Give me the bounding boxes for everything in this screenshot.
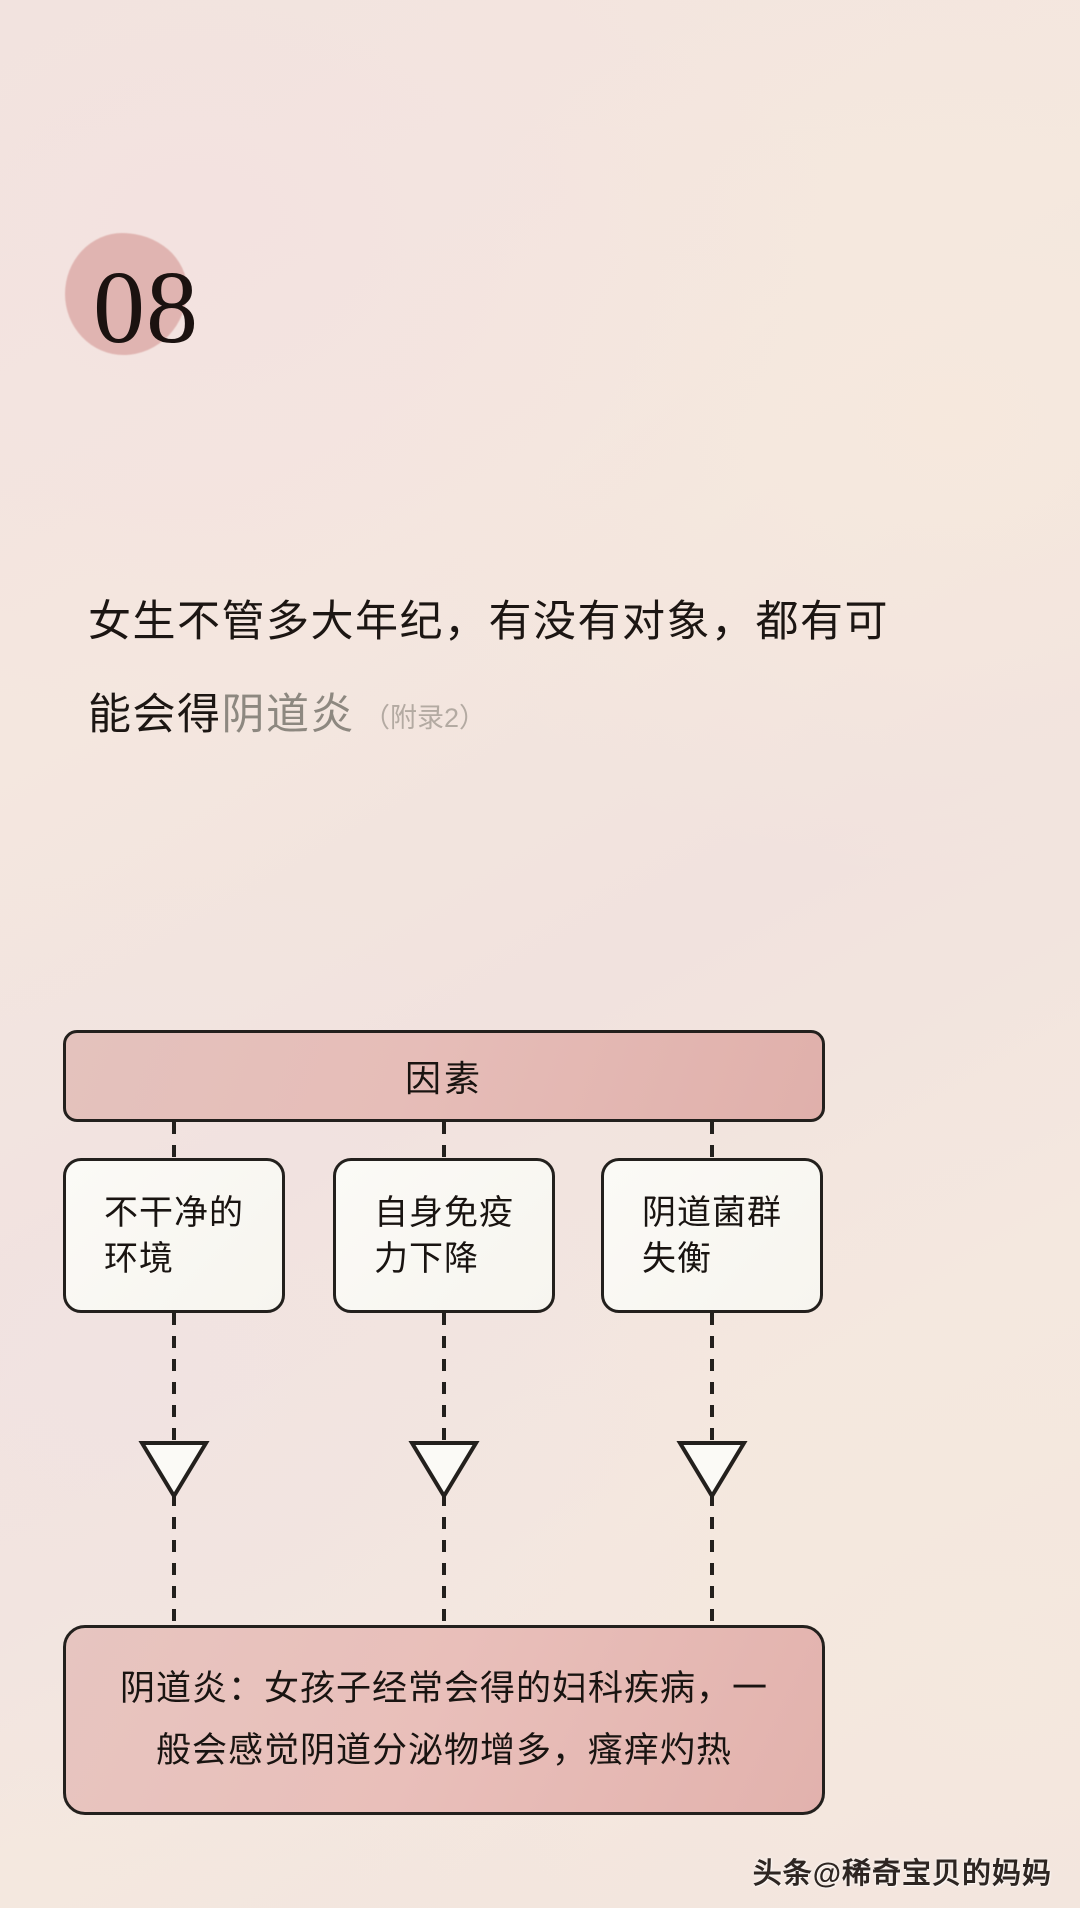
factor-box-1-line-1: 不干净的 [104, 1193, 244, 1232]
factor-box-3-text: 阴道菌群 失衡 [642, 1190, 782, 1282]
headline-keyword: 阴道炎 [221, 691, 355, 739]
factor-box-1-line-2: 环境 [104, 1239, 174, 1278]
factor-box-3-line-2: 失衡 [642, 1239, 712, 1278]
factor-box-2-line-2: 力下降 [374, 1239, 479, 1278]
section-number: 08 [93, 250, 199, 365]
factor-box-2-text: 自身免疫 力下降 [374, 1190, 514, 1282]
arrow-down-icon-2 [408, 1441, 480, 1500]
watermark: 头条@稀奇宝贝的妈妈 [752, 1858, 1052, 1890]
headline-line-1: 女生不管多大年纪，有没有对象，都有可 [88, 598, 889, 646]
factor-box-1[interactable]: 不干净的 环境 [63, 1158, 285, 1313]
factor-box-2-line-1: 自身免疫 [374, 1193, 514, 1232]
arrow-down-icon-3 [676, 1441, 748, 1500]
flowchart-header-label: 因素 [404, 1058, 483, 1099]
result-box-line-2: 般会感觉阴道分泌物增多，瘙痒灼热 [155, 1731, 732, 1770]
result-box[interactable]: 阴道炎：女孩子经常会得的妇科疾病，一 般会感觉阴道分泌物增多，瘙痒灼热 [63, 1625, 825, 1815]
arrow-down-icon-1 [138, 1441, 210, 1500]
factor-box-1-text: 不干净的 环境 [104, 1190, 244, 1282]
headline-line-2-prefix: 能会得 [88, 691, 222, 739]
headline-note: （附录2） [363, 703, 487, 733]
factor-box-3[interactable]: 阴道菌群 失衡 [601, 1158, 823, 1313]
flowchart-header-box[interactable]: 因素 [63, 1030, 825, 1122]
headline: 女生不管多大年纪，有没有对象，都有可 能会得阴道炎 （附录2） [88, 576, 1008, 765]
result-box-text: 阴道炎：女孩子经常会得的妇科疾病，一 般会感觉阴道分泌物增多，瘙痒灼热 [120, 1658, 768, 1782]
decorative-blob [65, 233, 187, 355]
result-box-line-1: 阴道炎：女孩子经常会得的妇科疾病，一 [119, 1669, 768, 1708]
factor-box-2[interactable]: 自身免疫 力下降 [333, 1158, 555, 1313]
factor-box-3-line-1: 阴道菌群 [642, 1193, 782, 1232]
section-number-block: 08 [60, 228, 380, 408]
headline-line-2: 能会得阴道炎 （附录2） [88, 669, 1008, 765]
